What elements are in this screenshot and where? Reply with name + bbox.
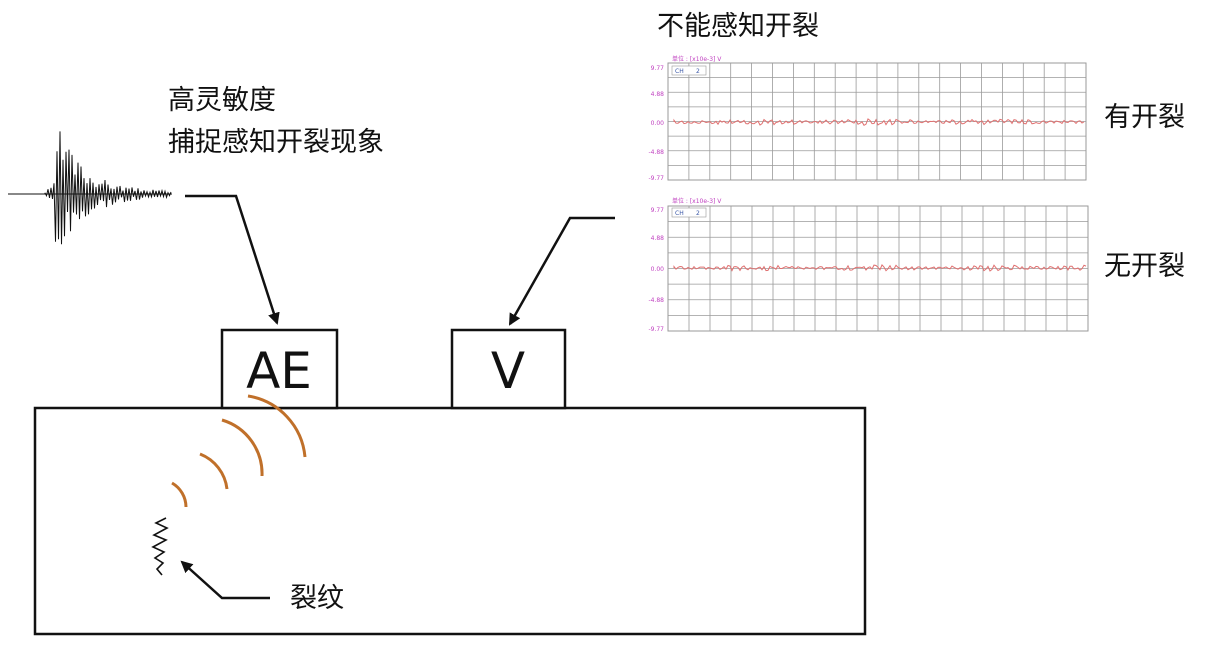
ae-sensor-label: AE [246,342,312,400]
arrow-to-crack [180,560,270,600]
cannot-detect-label: 不能感知开裂 [657,11,819,42]
scope-top-header: 单位 : [x10e-3] V [672,55,722,63]
scope-top-ytick: 4.88 [651,91,665,98]
scope-bottom-channel-no: 2 [696,210,700,217]
crack-icon [151,517,169,576]
scope-bottom-header: 单位 : [x10e-3] V [672,197,722,205]
scope-top: 单位 : [x10e-3] V CH 2 9.77 4.88 0.00 -4.8… [648,55,1087,182]
v-sensor-label: V [491,342,525,400]
scope-top-ytick: 9.77 [651,65,665,72]
scope-top-channel: CH [675,68,684,75]
crack-label: 裂纹 [290,583,344,614]
scope-bottom-ytick: 9.77 [651,207,665,214]
scope-bottom-channel: CH [675,210,684,217]
test-body [33,406,867,636]
scope-bottom-ytick: 0.00 [651,266,665,273]
acoustic-emission-arcs-icon [171,394,307,508]
scope-bottom: 单位 : [x10e-3] V CH 2 9.77 4.88 0.00 -4.8… [648,197,1089,333]
scope-top-ytick: 0.00 [651,120,665,127]
scope-top-channel-no: 2 [696,68,700,75]
arrow-to-ae [185,194,280,325]
ae-waveform-icon [8,131,172,245]
sensitivity-line-1: 高灵敏度 [168,85,276,116]
has-crack-label: 有开裂 [1104,102,1185,133]
scope-bottom-ytick: -9.77 [648,326,664,333]
arrow-to-v [508,216,615,326]
v-sensor-box [450,328,567,410]
scope-top-ytick: -4.88 [648,149,664,156]
scope-top-ytick: -9.77 [648,175,664,182]
no-crack-label: 无开裂 [1104,251,1185,282]
scope-bottom-ytick: -4.88 [648,297,664,304]
sensitivity-line-2: 捕捉感知开裂现象 [168,127,384,158]
scope-bottom-ytick: 4.88 [651,235,665,242]
